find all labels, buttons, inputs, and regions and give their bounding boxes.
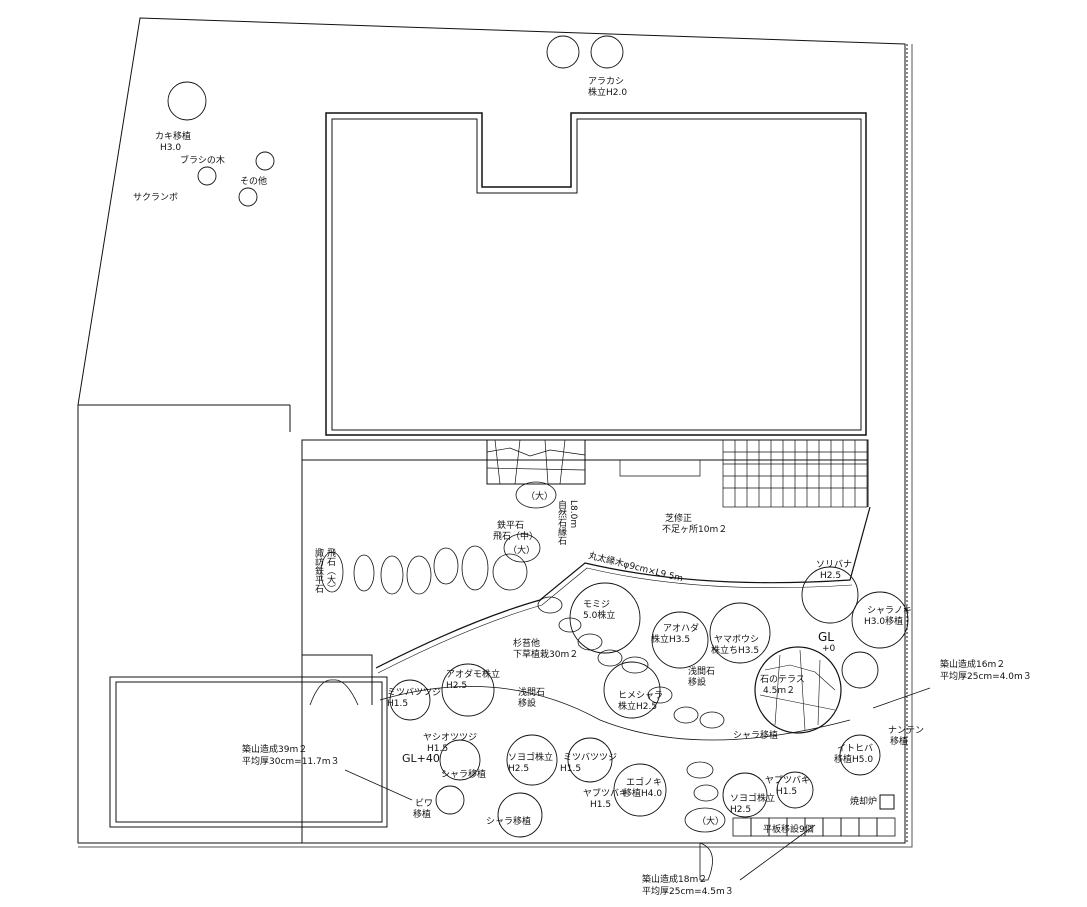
label-incinerator: 焼却炉	[850, 795, 877, 807]
label-asama-2-sub: 移設	[688, 676, 706, 688]
pavers	[732, 817, 896, 837]
label-lawn-repair-detail: 不足ヶ所10m２	[662, 524, 727, 535]
label-yabutsubaki-2: ヤブツバキ	[765, 774, 810, 786]
label-sakuranbo: サクランボ	[133, 192, 178, 203]
trees	[167, 35, 909, 838]
label-sugigoke: 杉苔他	[513, 637, 540, 649]
label-natural-curb-length: L8.0m	[568, 500, 578, 528]
label-earthwork-left-title: 築山造成39m２	[242, 743, 307, 755]
label-earthwork-right-title: 築山造成16m２	[940, 658, 1005, 670]
label-yashio-size: H1.5	[427, 744, 448, 754]
label-earthwork-bottom-title: 築山造成18m２	[642, 873, 707, 885]
label-sorihana-size: H2.5	[820, 571, 841, 581]
label-sorihana: ソリバナ	[816, 559, 852, 570]
label-momiji-size: 5.0株立	[583, 609, 615, 621]
label-egonoki: エゴノキ	[626, 776, 662, 788]
label-mitsuba-1: ミツバツツジ	[387, 687, 441, 698]
label-yabutsubaki-2-size: H1.5	[776, 787, 797, 797]
label-soyogo-1-size: H2.5	[508, 764, 529, 774]
label-arakashi: アラカシ	[588, 76, 624, 87]
label-asama-2: 浅間石	[688, 665, 715, 677]
stone-terrace	[754, 646, 842, 734]
label-shara-2: シャラ移植	[486, 815, 531, 827]
label-stone-terrace: 石のテラス	[760, 674, 805, 685]
label-suwa-1: 諏訪鉄平石	[313, 547, 324, 594]
label-shara-1: シャラ移植	[441, 768, 486, 780]
stone-paving	[486, 439, 586, 485]
label-aodamo: アオダモ株立	[446, 668, 500, 680]
label-lawn-repair: 芝修正	[665, 512, 692, 524]
shed	[109, 676, 388, 828]
label-soyogo-2: ソヨゴ株立	[730, 792, 775, 804]
label-earthwork-bottom-detail: 平均厚25cm=4.5m３	[642, 885, 734, 897]
label-yashio: ヤシオツツジ	[423, 732, 477, 743]
label-himeshara-size: 株立H2.5	[618, 700, 657, 712]
label-tobiishi-chu: 飛石（中）	[493, 530, 538, 542]
label-earthwork-left-detail: 平均厚30cm=11.7m３	[242, 755, 340, 767]
label-natural-curb: 自然石縁石	[556, 499, 567, 546]
label-itohiba: イトヒバ	[837, 743, 873, 754]
label-aodamo-size: H2.5	[446, 681, 467, 691]
label-pavers: 平板移設9個	[763, 823, 814, 835]
stepping-stones	[320, 481, 726, 833]
label-kaki: カキ移植	[155, 130, 191, 142]
label-gl: GL	[818, 630, 834, 644]
label-suwa-2: 飛石（大）	[325, 548, 336, 593]
label-arakashi-size: 株立H2.0	[588, 86, 627, 98]
label-asama-1: 浅間石	[518, 686, 545, 698]
label-earthwork-right-detail: 平均厚25cm=4.0m３	[940, 670, 1032, 682]
label-himeshara: ヒメシャラ	[618, 690, 663, 701]
label-mitsuba-2-size: H1.5	[560, 764, 581, 774]
label-sharanoki: シャラノキ	[867, 605, 912, 616]
label-mitsuba-2: ミツバツツジ	[563, 752, 617, 763]
property-boundary	[77, 17, 906, 844]
label-stone-large-3: （大）	[697, 815, 724, 827]
label-egonoki-size: 移植H4.0	[623, 787, 662, 799]
label-biwa-sub: 移植	[413, 808, 431, 820]
label-gl-handwritten: GL+40	[402, 752, 440, 765]
label-sonota: その他	[240, 175, 267, 187]
label-sharanoki-size: H3.0移植	[864, 615, 903, 627]
label-stone-terrace-area: 4.5m２	[763, 686, 795, 696]
label-shara-3: シャラ移植	[733, 729, 778, 741]
label-yamaboushi: ヤマボウシ	[714, 634, 759, 645]
label-aohada-size: 株立H3.5	[651, 633, 690, 645]
label-biwa: ビワ	[415, 798, 433, 809]
label-soyogo-1: ソヨゴ株立	[508, 751, 553, 763]
property-boundary-inner	[78, 44, 913, 848]
label-asama-1-sub: 移設	[518, 697, 536, 709]
label-mitsuba-1-size: H1.5	[387, 699, 408, 709]
label-tetsuheiseki: 鉄平石	[497, 519, 524, 531]
label-brush: ブラシの木	[180, 154, 225, 166]
label-stone-large-1: （大）	[526, 490, 553, 502]
label-aohada: アオハダ	[663, 622, 699, 634]
incinerator	[879, 794, 895, 810]
label-yamaboushi-size: 株立ちH3.5	[711, 644, 759, 656]
label-nanten-sub: 移植	[890, 735, 908, 747]
tile-grid	[722, 439, 868, 508]
label-sugigoke-detail: 下草植栽30m２	[513, 648, 578, 660]
label-soyogo-2-size: H2.5	[730, 805, 751, 815]
label-kaki-size: H3.0	[160, 143, 181, 153]
label-stone-large-2: （大）	[508, 544, 535, 556]
label-nanten: ナンテン	[888, 725, 924, 736]
label-yabutsubaki-1: ヤブツバキ	[583, 787, 628, 799]
label-yabutsubaki-1-size: H1.5	[590, 800, 611, 810]
garden-border-curve	[375, 506, 871, 669]
label-gl-value: +0	[822, 644, 836, 654]
house-outline	[325, 112, 867, 436]
label-itohiba-size: 移植H5.0	[834, 753, 873, 765]
label-momiji: モミジ	[583, 600, 610, 610]
